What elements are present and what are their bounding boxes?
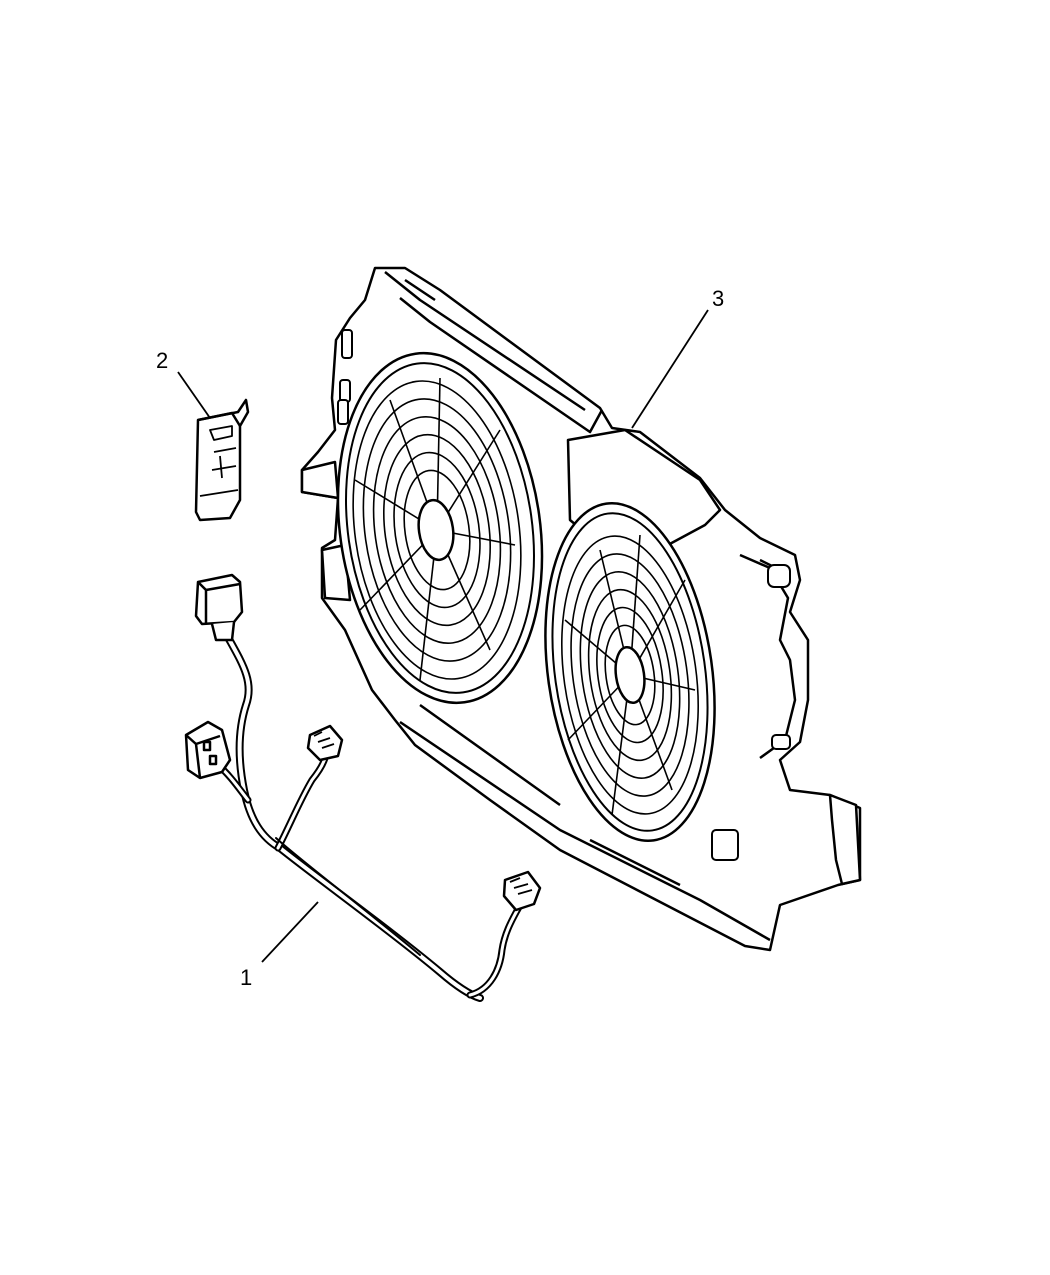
harness-top-connector (194, 573, 244, 642)
harness-right-connector (502, 870, 542, 912)
relay-module (194, 398, 250, 522)
right-fan-housing-rim (551, 512, 709, 832)
callout-leaders (177, 309, 709, 963)
fan-shroud-assembly (300, 266, 862, 952)
shroud-slots (337, 329, 791, 861)
leader-1 (261, 901, 319, 963)
harness-left-connector (184, 720, 232, 780)
left-fan-housing-rim (345, 362, 535, 694)
right-fan-hub (614, 645, 646, 705)
harness-mid-connector (306, 724, 344, 762)
leader-3 (631, 309, 709, 429)
left-fan-hub (417, 498, 455, 562)
callout-3: 3 (712, 286, 724, 311)
shroud-top-ridge (384, 271, 604, 434)
callout-2: 2 (156, 348, 168, 373)
callout-1: 1 (240, 965, 252, 990)
shroud-bottom-rail (399, 703, 771, 942)
leader-2 (177, 371, 211, 419)
shroud-lower-bracket (828, 793, 862, 886)
